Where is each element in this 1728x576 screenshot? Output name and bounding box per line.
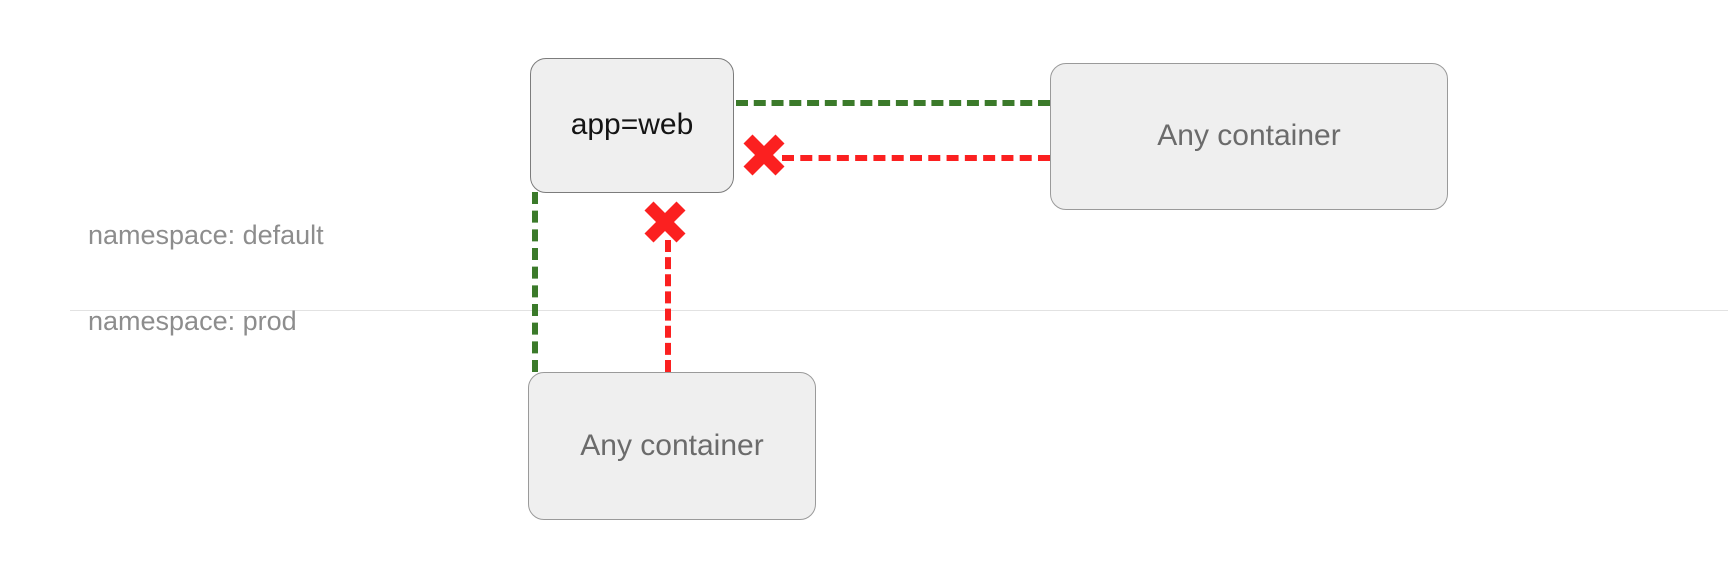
- namespace-label-default: namespace: default: [88, 220, 324, 250]
- edge-web-to-bottom-denied: [665, 240, 671, 372]
- node-any-container-bottom-label: Any container: [580, 428, 764, 462]
- edge-web-to-right-denied: [782, 155, 1050, 161]
- edge-web-to-right-allowed: [736, 100, 1050, 106]
- node-any-container-right[interactable]: Any container: [1050, 63, 1448, 210]
- edge-web-to-bottom-allowed: [532, 192, 538, 372]
- node-app-web[interactable]: app=web: [530, 58, 734, 193]
- node-app-web-label: app=web: [570, 108, 694, 142]
- node-any-container-right-label: Any container: [1157, 119, 1341, 153]
- namespace-divider: [70, 310, 1728, 311]
- namespace-label-prod: namespace: prod: [88, 306, 297, 336]
- node-any-container-bottom[interactable]: Any container: [528, 372, 816, 520]
